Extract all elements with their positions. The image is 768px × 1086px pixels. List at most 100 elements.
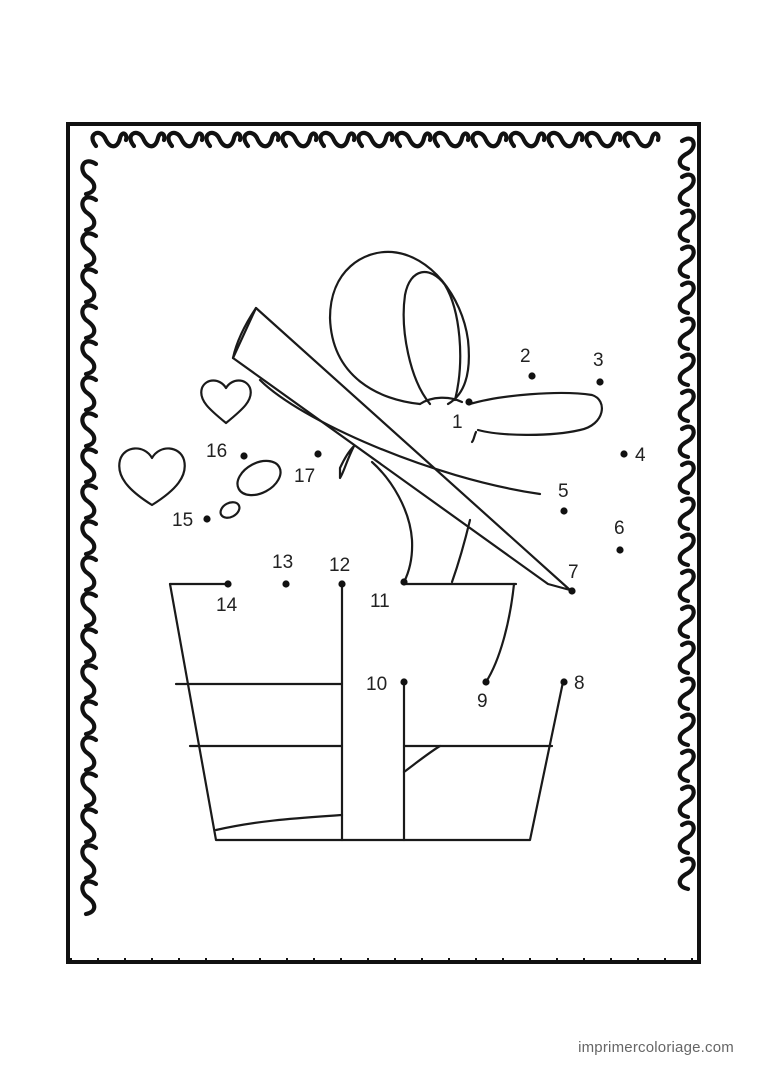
- swirl-icon: [80, 375, 99, 413]
- dot-number-5: 5: [558, 481, 569, 502]
- dot-3: [596, 378, 604, 386]
- swirl-icon: [80, 519, 99, 557]
- swirl-icon: [80, 879, 99, 917]
- dot-number-2: 2: [520, 346, 531, 367]
- dot-number-9: 9: [477, 691, 488, 712]
- dot-number-16: 16: [206, 441, 227, 462]
- swirl-icon: [677, 388, 696, 424]
- swirl-icon: [80, 735, 99, 773]
- dot-number-17: 17: [294, 466, 315, 487]
- swirl-icon: [677, 676, 696, 712]
- swirl-icon: [80, 195, 99, 233]
- swirl-icon: [677, 172, 696, 208]
- dot-number-6: 6: [614, 518, 625, 539]
- swirl-icon: [80, 627, 99, 665]
- dot-7: [568, 587, 576, 595]
- dot-9: [482, 678, 490, 686]
- swirl-icon: [80, 771, 99, 809]
- bow-icon: [328, 250, 603, 444]
- dot-number-14: 14: [216, 595, 238, 616]
- dot-11: [400, 578, 408, 586]
- swirl-icon: [677, 748, 696, 784]
- dot-13: [282, 580, 290, 588]
- swirl-icon: [677, 244, 696, 280]
- dot-14: [224, 580, 232, 588]
- dot-8: [560, 678, 568, 686]
- swirl-icon: [546, 130, 585, 149]
- dot-5: [560, 507, 568, 515]
- swirl-border-icon: [80, 130, 696, 917]
- swirl-icon: [432, 130, 471, 149]
- dot-10: [400, 678, 408, 686]
- swirl-icon: [677, 712, 696, 748]
- dot-number-11: 11: [370, 591, 390, 612]
- swirl-icon: [90, 130, 129, 149]
- dot-number-10: 10: [366, 674, 387, 695]
- swirl-icon: [128, 130, 167, 149]
- swirl-icon: [356, 130, 395, 149]
- swirl-icon: [80, 447, 99, 485]
- dot-15: [203, 515, 211, 523]
- swirl-icon: [677, 460, 696, 496]
- swirl-icon: [80, 411, 99, 449]
- swirl-icon: [80, 231, 99, 269]
- swirl-icon: [677, 280, 696, 316]
- dot-1: [465, 398, 473, 406]
- dot-6: [616, 546, 624, 554]
- dot-2: [528, 372, 536, 380]
- swirl-icon: [280, 130, 319, 149]
- swirl-icon: [80, 699, 99, 737]
- swirl-icon: [677, 424, 696, 460]
- heart-icon: [118, 379, 252, 507]
- swirl-icon: [470, 130, 509, 149]
- swirl-icon: [677, 568, 696, 604]
- swirl-icon: [318, 130, 357, 149]
- dot-number-13: 13: [272, 552, 293, 573]
- swirl-icon: [677, 532, 696, 568]
- swirl-icon: [677, 820, 696, 856]
- swirl-icon: [584, 130, 623, 149]
- dot-4: [620, 450, 628, 458]
- swirl-icon: [80, 267, 99, 305]
- page-frame: [66, 122, 701, 964]
- dot-number-1: 1: [452, 412, 463, 433]
- swirl-icon: [677, 604, 696, 640]
- dot-16: [240, 452, 248, 460]
- swirl-icon: [80, 303, 99, 341]
- swirl-icon: [677, 352, 696, 388]
- dot-number-8: 8: [574, 673, 585, 694]
- swirl-icon: [677, 136, 696, 172]
- dot-number-4: 4: [635, 445, 646, 466]
- swirl-icon: [242, 130, 281, 149]
- dot-number-12: 12: [329, 555, 350, 576]
- site-watermark: imprimercoloriage.com: [578, 1039, 734, 1056]
- swirl-icon: [622, 130, 661, 149]
- swirl-icon: [80, 483, 99, 521]
- swirl-icon: [394, 130, 433, 149]
- swirl-icon: [80, 339, 99, 377]
- swirl-icon: [677, 208, 696, 244]
- bubble-ovals: [219, 459, 282, 519]
- swirl-icon: [80, 663, 99, 701]
- swirl-icon: [80, 807, 99, 845]
- swirl-icon: [204, 130, 243, 149]
- dot-number-3: 3: [593, 350, 604, 371]
- dot-12: [338, 580, 346, 588]
- swirl-icon: [80, 555, 99, 593]
- swirl-icon: [80, 843, 99, 881]
- swirl-icon: [80, 591, 99, 629]
- swirl-icon: [80, 159, 99, 197]
- dot-number-7: 7: [568, 562, 579, 583]
- swirl-icon: [677, 316, 696, 352]
- swirl-icon: [166, 130, 205, 149]
- swirl-icon: [677, 496, 696, 532]
- dot-number-15: 15: [172, 510, 193, 531]
- gift-box-icon: [168, 582, 565, 842]
- swirl-icon: [508, 130, 547, 149]
- swirl-icon: [677, 640, 696, 676]
- dot-17: [314, 450, 322, 458]
- lid: [231, 306, 572, 592]
- swirl-icon: [677, 784, 696, 820]
